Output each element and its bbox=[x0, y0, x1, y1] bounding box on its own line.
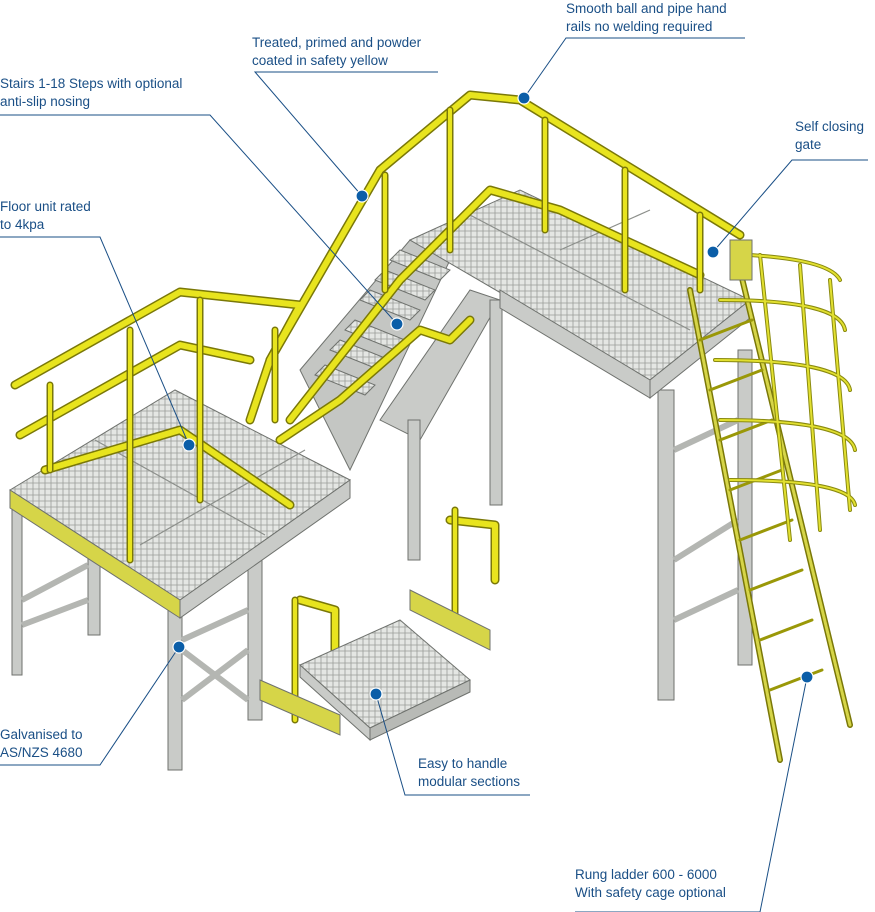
caged-ladder bbox=[687, 239, 857, 763]
callout-text: Floor unit rated bbox=[0, 199, 91, 214]
callout-dot-galvanised bbox=[172, 640, 186, 654]
callout-text: Smooth ball and pipe hand bbox=[566, 1, 727, 16]
callout-rung-ladder: Rung ladder 600 - 6000 With safety cage … bbox=[575, 866, 726, 902]
callout-text: modular sections bbox=[418, 774, 521, 789]
callout-floor-unit: Floor unit rated to 4kpa bbox=[0, 198, 91, 234]
callout-text: Galvanised to bbox=[0, 727, 83, 742]
callout-text: Self closing bbox=[795, 119, 865, 134]
callout-dot-floor bbox=[182, 438, 196, 452]
callout-modular: Easy to handle modular sections bbox=[418, 755, 520, 791]
callout-dots bbox=[172, 91, 814, 701]
callout-dot-gate bbox=[706, 245, 720, 259]
callout-text: AS/NZS 4680 bbox=[0, 745, 83, 760]
callout-dot-modular bbox=[369, 687, 383, 701]
callout-text: to 4kpa bbox=[0, 217, 45, 232]
callout-text: anti-slip nosing bbox=[0, 94, 91, 109]
callout-dot-rails bbox=[517, 91, 531, 105]
callout-text: coated in safety yellow bbox=[252, 53, 388, 68]
modular-sections bbox=[259, 589, 491, 742]
callout-text: Easy to handle bbox=[418, 756, 508, 771]
left-platform bbox=[9, 389, 351, 771]
callout-powder-coat: Treated, primed and powder coated in saf… bbox=[252, 34, 421, 70]
callout-text: With safety cage optional bbox=[575, 885, 726, 900]
callout-self-closing-gate: Self closing gate bbox=[795, 118, 864, 154]
callout-dot-coating bbox=[355, 189, 369, 203]
leader-lines bbox=[0, 37, 868, 912]
callout-smooth-rails: Smooth ball and pipe hand rails no weldi… bbox=[566, 0, 727, 36]
callout-dot-stairs bbox=[390, 317, 404, 331]
callout-dot-ladder bbox=[800, 670, 814, 684]
callout-text: Rung ladder 600 - 6000 bbox=[575, 867, 717, 882]
callout-text: rails no welding required bbox=[566, 19, 713, 34]
callout-text: gate bbox=[795, 137, 822, 152]
callout-stairs: Stairs 1-18 Steps with optional anti-sli… bbox=[0, 75, 182, 111]
callout-text: Treated, primed and powder bbox=[252, 35, 422, 50]
callout-galvanised: Galvanised to AS/NZS 4680 bbox=[0, 726, 83, 762]
callout-text: Stairs 1-18 Steps with optional bbox=[0, 76, 183, 91]
